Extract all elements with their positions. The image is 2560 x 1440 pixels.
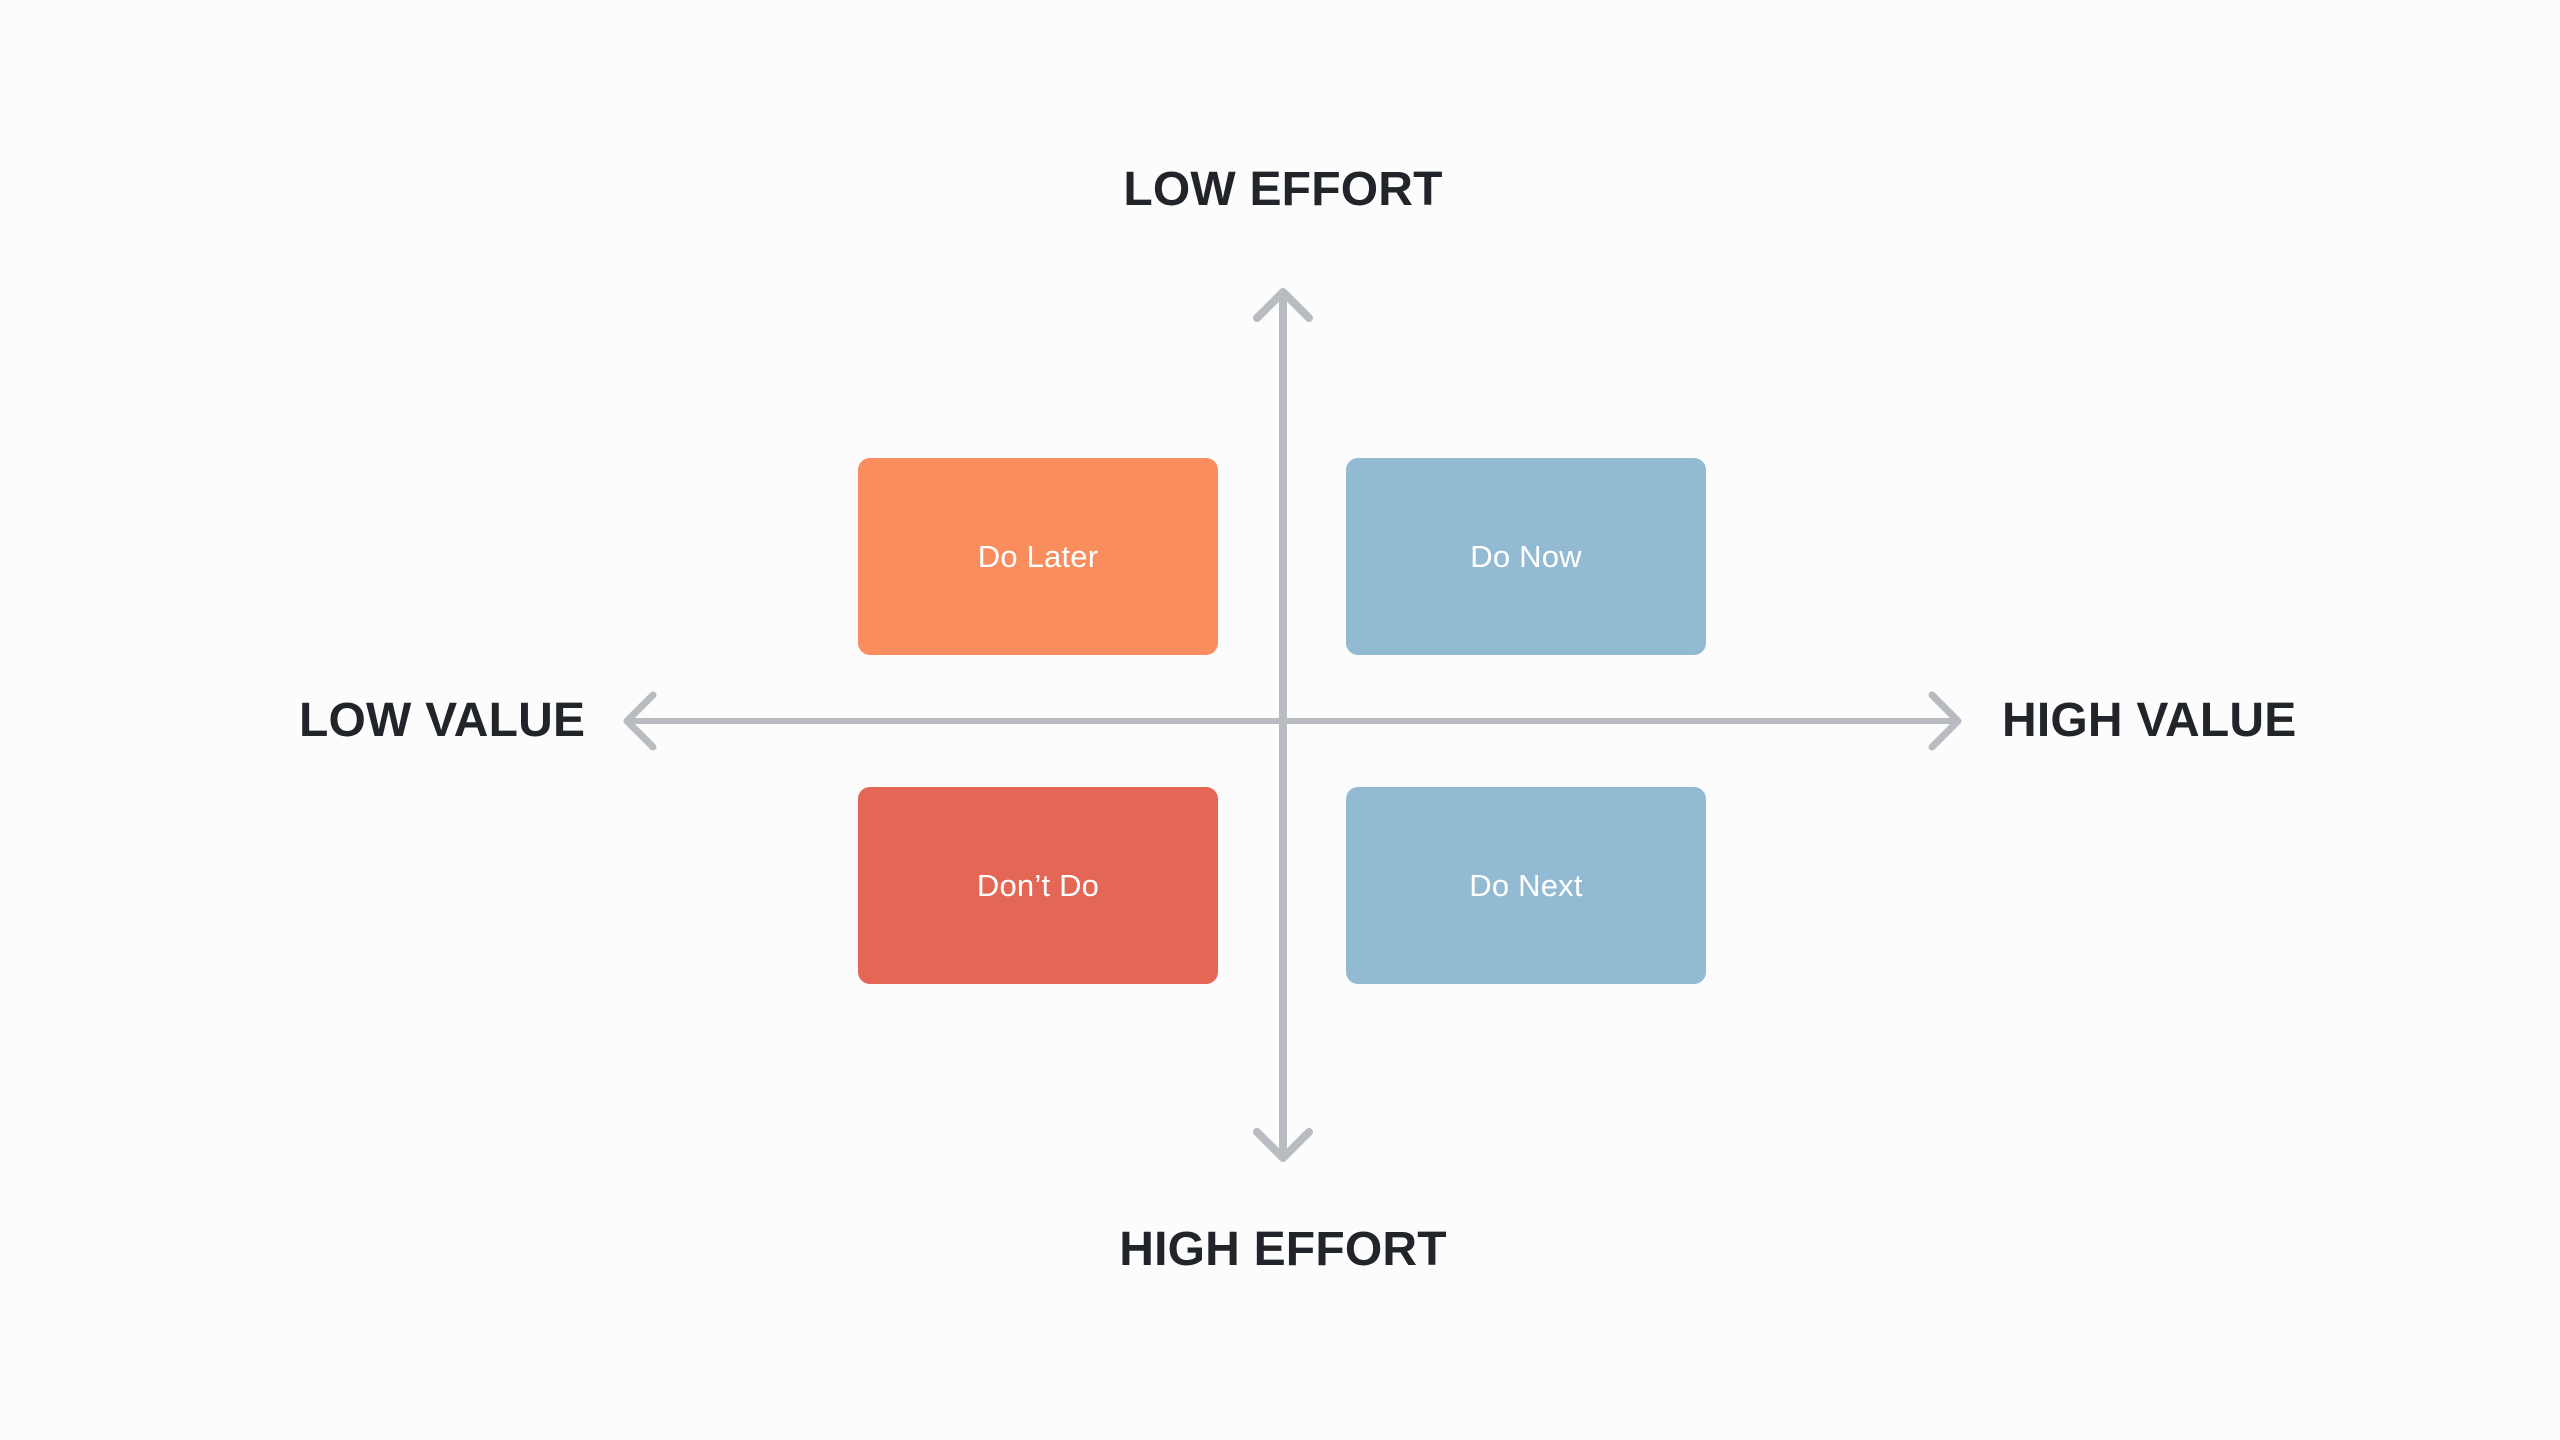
quadrant-dont-do-label: Don’t Do (976, 868, 1100, 903)
quadrant-do-now[interactable]: Do Now (1346, 458, 1706, 655)
arrow-left-icon (623, 691, 657, 751)
arrow-down-icon (1253, 1128, 1313, 1162)
axis-label-low-effort: LOW EFFORT (1123, 163, 1443, 216)
arrow-right-icon (1928, 691, 1962, 751)
quadrant-do-next-label: Do Next (1469, 868, 1583, 903)
arrow-up-icon (1253, 288, 1313, 322)
quadrant-do-now-label: Do Now (1470, 539, 1582, 574)
quadrant-do-next[interactable]: Do Next (1346, 787, 1706, 984)
quadrant-do-later-label: Do Later (977, 539, 1099, 574)
quadrant-do-later[interactable]: Do Later (858, 458, 1218, 655)
axis-label-high-value: HIGH VALUE (2002, 694, 2297, 747)
quadrant-dont-do[interactable]: Don’t Do (858, 787, 1218, 984)
axis-label-high-effort: HIGH EFFORT (1119, 1223, 1447, 1276)
